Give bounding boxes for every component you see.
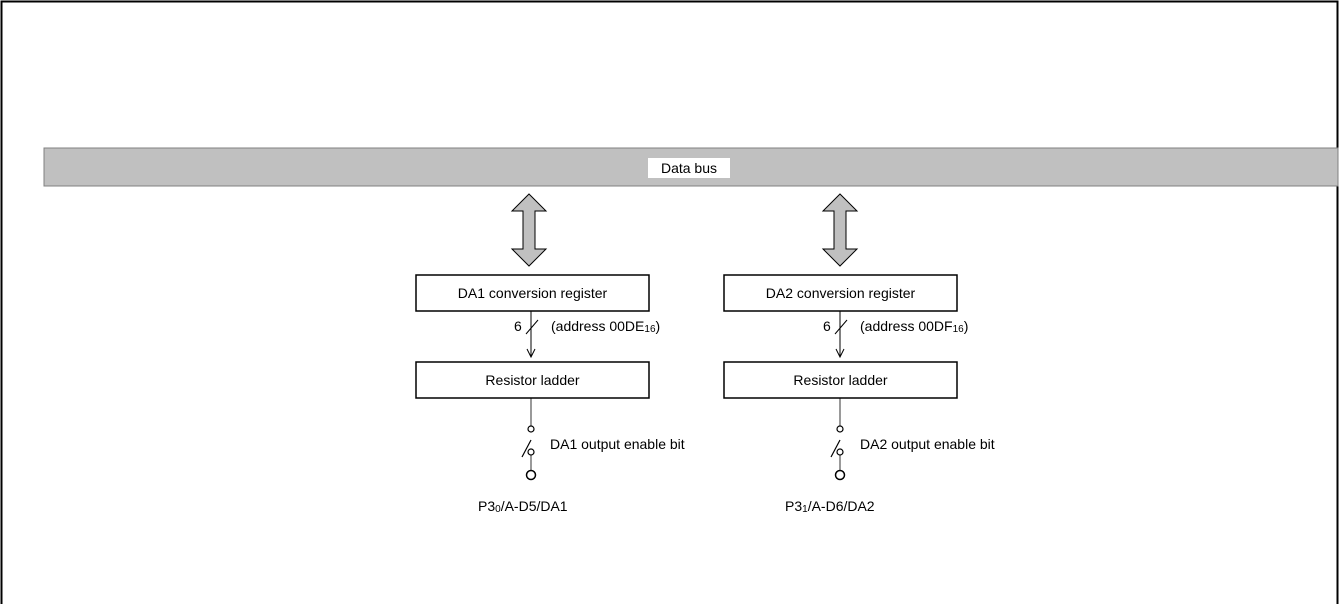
- pin-label-2: P31/A-D6/DA2: [785, 498, 875, 517]
- resistor-ladder-box-2: [723, 361, 958, 399]
- data-bus-label: Data bus: [648, 158, 730, 178]
- bidirectional-arrow-1: [510, 193, 548, 267]
- switch-contact-mid-1: [527, 448, 535, 456]
- address-prefix-1: (address 00DE: [551, 318, 645, 334]
- pin-terminal-2: [834, 469, 846, 481]
- address-label-2: (address 00DF16): [860, 318, 968, 337]
- pin-terminal-1: [525, 469, 537, 481]
- pin-subscript-2: 1: [802, 504, 808, 515]
- da1-output-enable-label: DA1 output enable bit: [550, 436, 685, 452]
- channel-2: [723, 193, 958, 481]
- switch-blade-2: [830, 439, 841, 458]
- pin-prefix-1: P3: [478, 498, 496, 514]
- bus-width-slash-1: [525, 319, 539, 335]
- bus-width-label-2: 6: [823, 318, 831, 334]
- da1-register-label: DA1 conversion register: [457, 285, 608, 301]
- address-subscript-1: 16: [644, 324, 656, 335]
- pin-subscript-1: 0: [495, 504, 501, 515]
- da2-output-enable-label: DA2 output enable bit: [860, 436, 995, 452]
- resistor-ladder-label-1: Resistor ladder: [485, 372, 580, 388]
- pin-suffix-2: /A-D6/DA2: [807, 498, 875, 514]
- address-suffix-2: ): [963, 318, 969, 334]
- switch-contact-top-2: [836, 425, 844, 433]
- pin-label-1: P30/A-D5/DA1: [478, 498, 568, 517]
- switch-contact-top-1: [527, 425, 535, 433]
- channel-1: [415, 193, 650, 481]
- arrowhead-1: [526, 348, 536, 359]
- da1-register-box: [415, 274, 650, 312]
- switch-contact-mid-2: [836, 448, 844, 456]
- bidirectional-arrow-2: [821, 193, 859, 267]
- bus-width-label-1: 6: [514, 318, 522, 334]
- arrowhead-2: [835, 348, 845, 359]
- bus-width-slash-2: [834, 319, 848, 335]
- address-prefix-2: (address 00DF: [860, 318, 953, 334]
- address-subscript-2: 16: [952, 324, 964, 335]
- address-label-1: (address 00DE16): [551, 318, 660, 337]
- switch-blade-1: [521, 439, 532, 458]
- pin-prefix-2: P3: [785, 498, 803, 514]
- address-suffix-1: ): [655, 318, 661, 334]
- resistor-ladder-label-2: Resistor ladder: [793, 372, 888, 388]
- pin-suffix-1: /A-D5/DA1: [500, 498, 568, 514]
- resistor-ladder-box-1: [415, 361, 650, 399]
- da2-register-label: DA2 conversion register: [765, 285, 916, 301]
